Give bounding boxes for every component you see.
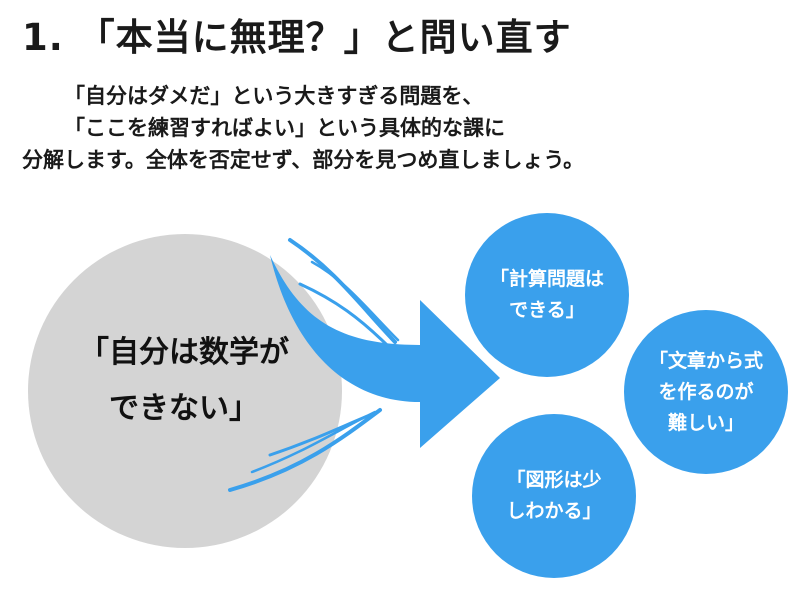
part-bubble-word-problems: 「文章から式 を作るのが 難しい」 [624,310,788,474]
part-bubble-calculation-line-2: できる」 [509,299,585,321]
description-line-2: 「ここを練習すればよい」という具体的な課に [64,116,505,140]
source-problem-text: 「自分は数学が できない」 [34,325,334,437]
page-title: 1. 「本当に無理？」と問い直す [22,16,572,59]
part-bubble-calculation-line-1: 「計算問題は [489,268,604,290]
source-problem-circle [28,234,342,548]
part-bubble-geometry: 「図形は少 しわかる」 [472,414,636,578]
flow-streak-upper-3 [310,260,400,342]
part-bubble-word-problems-line-3: 難しい」 [667,411,744,434]
part-bubble-word-problems-text: 「文章から式 を作るのが 難しい」 [649,346,763,439]
main-flow-arrow [270,255,500,448]
source-problem-line-2: できない」 [109,391,259,426]
flow-streak-upper-2 [298,282,392,350]
part-bubble-calculation-text: 「計算問題は できる」 [490,264,604,326]
flow-streak-lower-1 [228,408,382,492]
description: 「自分はダメだ」という大きすぎる問題を、 「ここを練習すればよい」という具体的な… [22,80,584,176]
flow-streak-lower-3 [250,410,377,474]
part-bubble-geometry-line-2: しわかる」 [506,500,602,522]
part-bubble-word-problems-line-2: を作るのが [658,380,754,403]
part-bubble-word-problems-line-1: 「文章から式 [648,349,763,372]
description-line-1: 「自分はダメだ」という大きすぎる問題を、 [64,84,484,108]
part-bubble-calculation: 「計算問題は できる」 [465,213,629,377]
description-line-3: 分解します。全体を否定せず、部分を見つめ直しましょう。 [22,148,585,172]
part-bubble-geometry-line-1: 「図形は少 [506,469,602,491]
source-problem-line-1: 「自分は数学が [79,335,289,370]
part-bubble-geometry-text: 「図形は少 しわかる」 [506,465,601,527]
